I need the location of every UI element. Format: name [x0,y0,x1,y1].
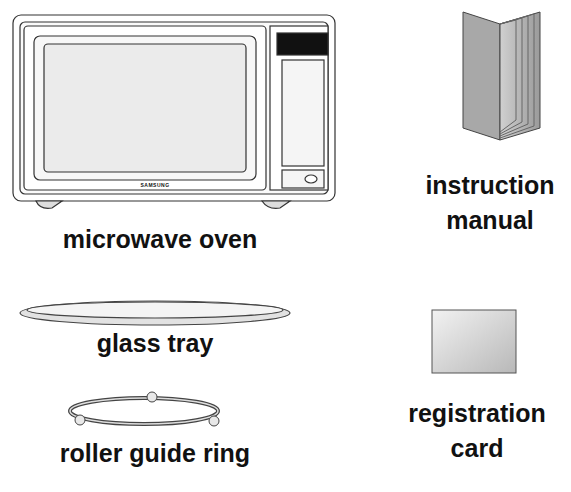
microwave-oven-drawing [13,15,335,208]
part-label: roller guide ring [20,436,290,471]
roller-ring-drawing [70,392,219,426]
part-label: glass tray [60,326,250,361]
manual-drawing [463,12,540,140]
glass-tray-drawing [20,301,290,325]
card-drawing [432,310,516,373]
part-label: microwave oven [30,222,290,257]
part-label: registration card [392,396,562,466]
brand-label: SAMSUNG [125,182,185,189]
part-label: instruction manual [410,168,570,238]
